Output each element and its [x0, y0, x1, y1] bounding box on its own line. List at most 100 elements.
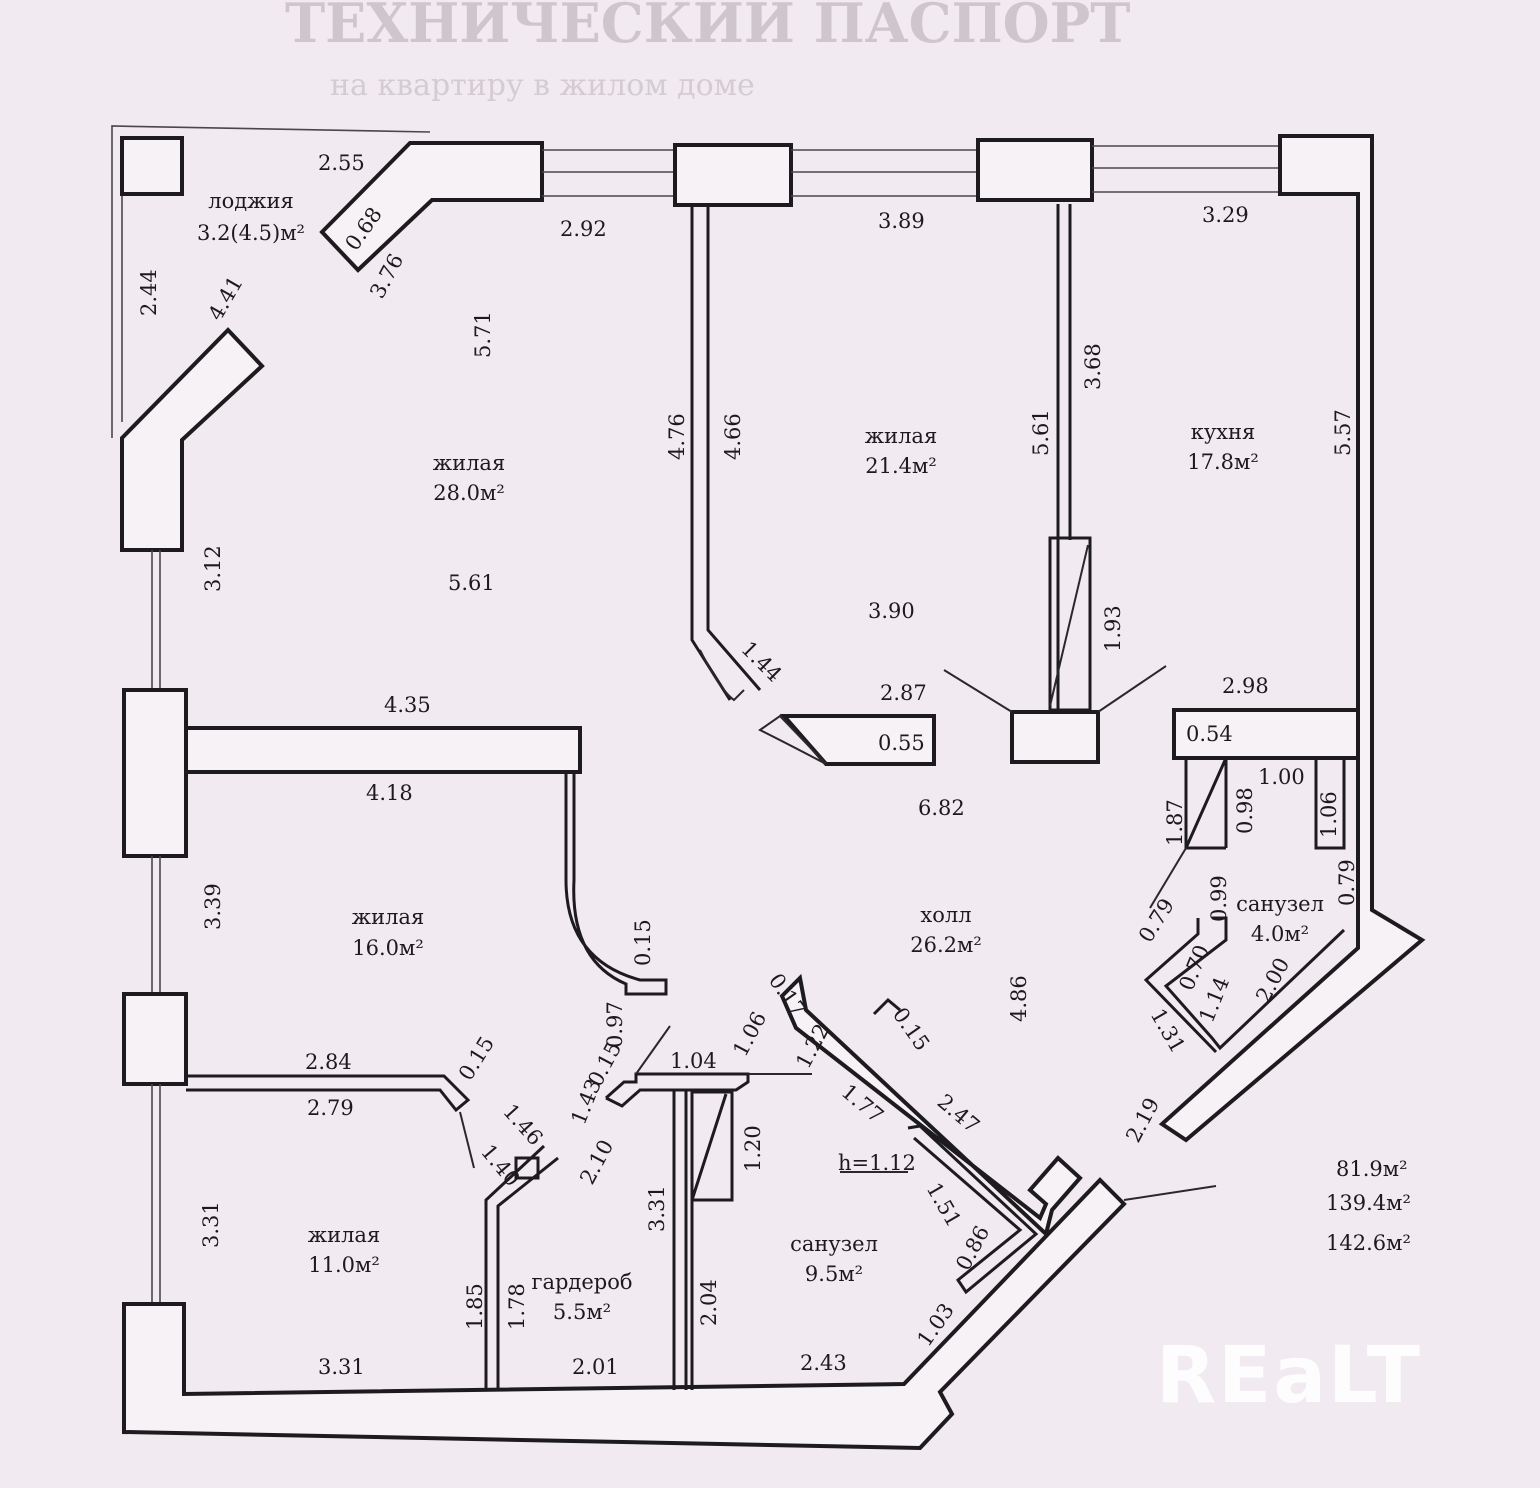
dim-label: 1.00	[1258, 765, 1305, 789]
dim-label: 2.79	[307, 1096, 354, 1120]
dim-label: 5.57	[1331, 409, 1355, 456]
dim-label: 0.98	[1233, 787, 1257, 834]
room-area-living-28: 28.0м²	[433, 481, 505, 505]
dim-label: 5.61	[1029, 409, 1053, 456]
dim-label: 1.06	[728, 1008, 771, 1061]
wall-bottom	[122, 1177, 1127, 1451]
door-living21	[699, 649, 745, 702]
wall-pier-loggia	[120, 136, 184, 196]
total-area: 139.4м²	[1326, 1191, 1411, 1215]
room-name-living-21: жилая	[865, 424, 937, 448]
dim-label: 4.86	[1007, 975, 1031, 1022]
dim-label: 1.93	[1101, 605, 1125, 652]
dim-label: 2.87	[880, 681, 927, 705]
dim-label: 4.41	[204, 272, 248, 325]
dim-label: 3.31	[199, 1201, 223, 1248]
dim-label: 2.44	[137, 269, 161, 316]
dim-label: 6.82	[918, 796, 965, 820]
wall-angled-top	[319, 141, 544, 273]
wall-wardrobe-right	[672, 1088, 688, 1390]
room-area-wardrobe: 5.5м²	[553, 1300, 611, 1324]
room-area-living-16: 16.0м²	[352, 936, 424, 960]
dim-label: 0.86	[951, 1222, 994, 1275]
room-name-wardrobe: гардероб	[531, 1270, 632, 1294]
dim-label: 1.31	[1146, 1005, 1190, 1058]
dim-label: 4.35	[384, 693, 431, 717]
dim-label: 1.78	[505, 1283, 529, 1330]
dim-label: 0.97	[603, 1001, 627, 1048]
dim-label: 2.98	[1222, 674, 1269, 698]
dim-label: 1.04	[670, 1049, 717, 1073]
wall-bath-small-shaft	[1314, 758, 1346, 850]
dim-label: 2.84	[305, 1050, 352, 1074]
dim-label: 4.76	[665, 413, 689, 460]
wall-kitchen-bottom	[1172, 708, 1360, 760]
room-name-loggia: лоджия	[208, 189, 293, 213]
room-name-living-11: жилая	[308, 1223, 380, 1247]
dim-label: 2.00	[1251, 954, 1294, 1007]
dim-label: 0.15	[454, 1032, 499, 1084]
room-name-living-16: жилая	[352, 905, 424, 929]
realt-watermark-logo: REaLT	[1156, 1331, 1422, 1421]
total-area-with-loggia: 142.6м²	[1326, 1231, 1411, 1255]
dim-label: 3.39	[201, 883, 225, 930]
room-name-living-28: жилая	[433, 451, 505, 475]
dim-label: 1.06	[1317, 791, 1341, 838]
faded-subheading: на квартиру в жилом доме	[330, 68, 755, 103]
dim-label: 2.92	[560, 217, 607, 241]
dim-label: 1.44	[736, 637, 786, 687]
room-area-kitchen: 17.8м²	[1187, 450, 1259, 474]
door-bath-small	[1184, 757, 1228, 850]
dim-label: 0.79	[1134, 894, 1179, 946]
dim-label: 3.68	[1081, 343, 1105, 390]
door-bath-big	[690, 1090, 734, 1390]
dim-label: 1.51	[922, 1179, 966, 1232]
wall-bath-big-diagonal	[779, 973, 1083, 1238]
dim-label: 1.87	[1163, 799, 1187, 846]
dim-label: 3.90	[868, 599, 915, 623]
room-area-hall: 26.2м²	[910, 933, 982, 957]
room-area-bath-small: 4.0м²	[1251, 922, 1309, 946]
dim-label: 0.79	[1335, 859, 1359, 906]
dim-label: 2.47	[933, 1089, 984, 1137]
dim-label: 1.20	[741, 1125, 765, 1172]
room-area-living-11: 11.0м²	[308, 1253, 380, 1277]
room-area-bath-big: 9.5м²	[805, 1262, 863, 1286]
dim-label: 2.10	[575, 1136, 618, 1189]
dim-label: 1.85	[463, 1283, 487, 1330]
wall-wardrobe-left	[484, 1144, 559, 1390]
dim-label: 0.54	[1186, 722, 1233, 746]
wall-angled-bottom	[120, 327, 265, 552]
wall-pier-top-2	[976, 138, 1094, 202]
wall-pier-left-2	[122, 992, 188, 1086]
dim-label: 5.61	[448, 571, 495, 595]
dim-label: 2.43	[800, 1351, 847, 1375]
wall-bath-small	[1143, 916, 1346, 1054]
dim-label: 3.29	[1202, 203, 1249, 227]
room-area-loggia: 3.2(4.5)м²	[197, 221, 305, 245]
wall-right	[1158, 134, 1426, 1143]
dim-label: 0.15	[888, 1003, 934, 1055]
dim-label: 0.99	[1207, 875, 1231, 922]
room-area-living-21: 21.4м²	[865, 454, 937, 478]
dim-label: 2.19	[1121, 1094, 1164, 1147]
dim-label: 2.04	[697, 1279, 721, 1326]
loggia-railing	[111, 125, 431, 438]
dim-label: 0.15	[631, 919, 655, 966]
total-living-area: 81.9м²	[1336, 1157, 1408, 1181]
dim-label: 3.12	[201, 545, 225, 592]
dim-label: 3.31	[318, 1355, 365, 1379]
dim-label: 0.55	[878, 731, 925, 755]
wall-curved-living16	[564, 772, 668, 996]
dim-label: h=1.12	[838, 1151, 916, 1175]
wall-pier-hall	[1010, 710, 1100, 764]
dim-label: 1.43	[566, 1076, 606, 1128]
dim-label: 3.89	[878, 209, 925, 233]
wall-wardrobe-top	[605, 1072, 750, 1108]
dim-label: 5.71	[471, 311, 495, 358]
room-name-bath-small: санузел	[1236, 892, 1324, 916]
dim-label: 2.55	[318, 151, 365, 175]
room-name-bath-big: санузел	[790, 1232, 878, 1256]
wall-pier-top-1	[673, 143, 793, 207]
